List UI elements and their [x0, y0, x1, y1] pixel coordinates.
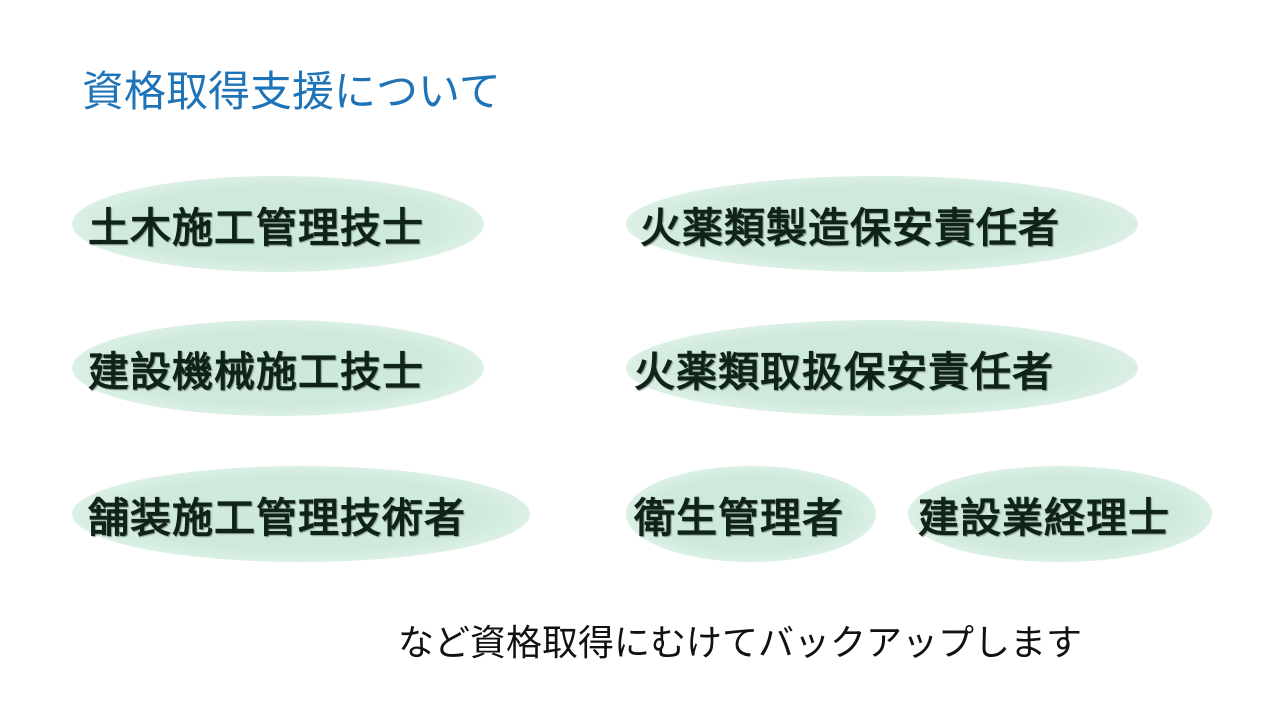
- footer-text: など資格取得にむけてバックアップします: [398, 623, 1083, 664]
- highlight-ellipse: [72, 320, 484, 416]
- highlight-ellipse: [908, 466, 1212, 562]
- highlight-ellipse: [626, 320, 1138, 416]
- highlight-ellipse: [72, 176, 484, 272]
- highlight-ellipse: [626, 176, 1138, 272]
- highlight-ellipse: [72, 466, 530, 562]
- qualification-label: 火薬類製造保安責任者: [640, 204, 1060, 252]
- qualification-label: 舗装施工管理技術者: [88, 494, 466, 542]
- slide-title: 資格取得支援について: [82, 67, 501, 116]
- qualification-label: 建設業経理士: [918, 494, 1170, 542]
- qualification-label: 建設機械施工技士: [88, 348, 424, 396]
- qualification-item: 土木施工管理技士: [72, 176, 484, 272]
- qualification-item: 火薬類製造保安責任者: [626, 176, 1138, 272]
- qualification-item: 建設業経理士: [908, 466, 1212, 562]
- qualification-label: 衛生管理者: [634, 494, 844, 542]
- highlight-ellipse: [626, 466, 876, 562]
- qualification-item: 衛生管理者: [626, 466, 876, 562]
- qualification-item: 建設機械施工技士: [72, 320, 484, 416]
- qualification-label: 火薬類取扱保安責任者: [634, 348, 1054, 396]
- qualification-label: 土木施工管理技士: [88, 204, 424, 252]
- qualification-item: 火薬類取扱保安責任者: [626, 320, 1138, 416]
- qualification-item: 舗装施工管理技術者: [72, 466, 530, 562]
